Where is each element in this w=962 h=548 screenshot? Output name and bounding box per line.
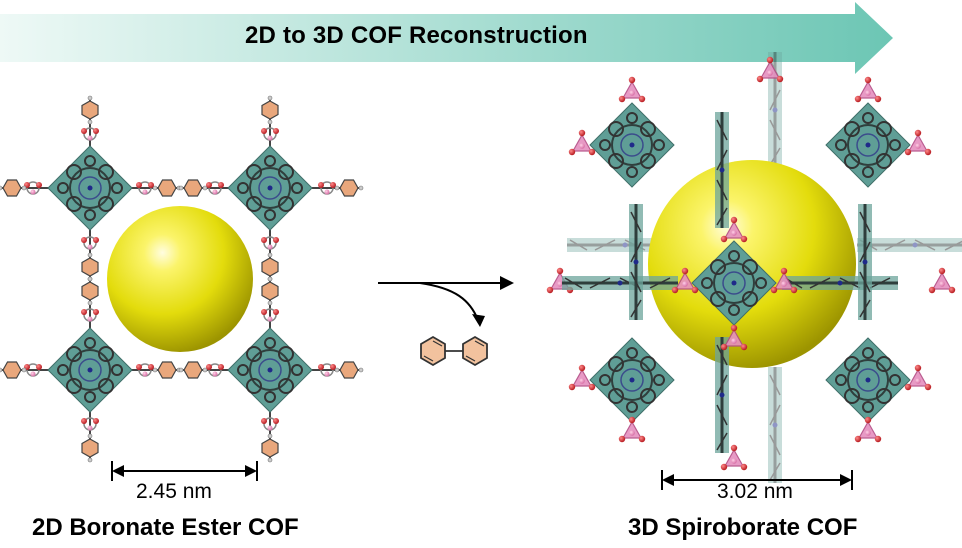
right-3d-framework [546,50,962,485]
reaction-arrow-icon [378,276,514,327]
left-dimension-arrow [111,461,258,481]
banner-title: 2D to 3D COF Reconstruction [245,22,588,49]
right-dimension-arrow [661,470,853,490]
biphenyl-icon [420,335,488,367]
left-caption: 2D Boronate Ester COF [32,514,299,541]
left-pore-dimension: 2.45 nm [136,480,212,503]
right-caption: 3D Spiroborate COF [628,514,858,541]
left-2d-framework [0,95,364,463]
banner-arrow [0,2,893,74]
right-pore-dimension: 3.02 nm [717,480,793,503]
left-pore-sphere [107,206,253,352]
